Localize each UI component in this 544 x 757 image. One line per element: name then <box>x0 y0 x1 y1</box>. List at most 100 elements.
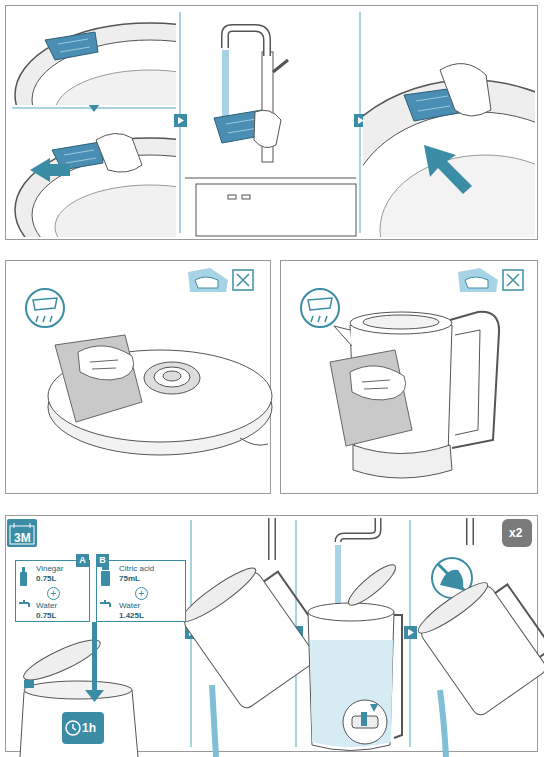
no-immersion-icon <box>237 274 249 286</box>
step-arrow-head <box>408 629 414 636</box>
open-kettle <box>20 633 105 687</box>
cloth-and-hand <box>362 380 390 389</box>
damp-cloth-icon <box>301 289 339 327</box>
faucet <box>338 518 378 542</box>
switch-inset <box>343 700 387 744</box>
kettle-rim <box>15 138 176 237</box>
tilted-kettle <box>413 576 492 639</box>
kettle-rim <box>363 80 535 237</box>
tilted-kettle <box>182 569 319 711</box>
no-immersion-icon <box>195 277 218 288</box>
recipe-text: Water <box>36 601 57 610</box>
faucet <box>338 518 378 542</box>
faucet <box>273 60 288 72</box>
damp-cloth-icon <box>26 289 64 327</box>
kettle-rim <box>440 64 491 116</box>
water-stream <box>440 690 446 757</box>
faucet <box>470 518 471 545</box>
kettle-rim <box>15 23 176 105</box>
no-immersion-icon <box>233 270 253 290</box>
cloth-and-hand <box>350 366 406 400</box>
faucet <box>222 50 229 118</box>
faucet <box>338 518 378 542</box>
kettle-rim <box>55 70 176 105</box>
filled-kettle <box>344 560 400 611</box>
cloth-and-hand <box>330 350 412 446</box>
glass-kettle <box>353 445 452 478</box>
kettle-rim <box>15 23 176 105</box>
glass-kettle <box>363 315 439 329</box>
damp-cloth-icon <box>308 298 332 310</box>
glass-kettle <box>455 330 480 435</box>
panel-frames <box>281 261 538 494</box>
kettle-base <box>154 367 190 387</box>
recipe-letter: A <box>76 554 89 567</box>
filled-kettle <box>308 560 402 751</box>
faucet <box>268 518 276 560</box>
badge-text: 3M <box>14 531 31 545</box>
pour-arrow <box>92 622 97 692</box>
filter-being-rinsed <box>254 110 281 147</box>
kettle-rim <box>55 185 176 237</box>
interval-badge: 3M <box>7 519 37 547</box>
kettle-rim <box>58 39 90 52</box>
water-stream <box>212 685 216 757</box>
open-kettle <box>24 680 34 688</box>
recipe-text: 0.75L <box>36 611 56 620</box>
step-arrow <box>404 626 417 639</box>
switch-inset <box>343 700 387 744</box>
pour-arrow <box>85 690 104 702</box>
damp-cloth-icon <box>301 289 339 327</box>
faucet <box>225 28 267 56</box>
recipe-text: Vinegar <box>36 564 63 573</box>
open-kettle <box>20 633 138 757</box>
sink-counter <box>228 195 236 199</box>
filter-being-rinsed <box>226 119 258 133</box>
kettle-rim <box>96 133 142 172</box>
recipe-text: 1.425L <box>119 611 144 620</box>
no-immersion-icon <box>188 268 228 292</box>
sink-counter <box>242 195 250 199</box>
damp-cloth-icon <box>36 316 52 322</box>
cloth-and-hand <box>90 360 118 369</box>
kettle-rim <box>64 150 96 163</box>
filled-kettle <box>310 640 393 747</box>
tilted-kettle <box>413 567 544 718</box>
tilted-kettle <box>419 583 544 718</box>
cloth-and-hand <box>55 335 142 422</box>
cloth-and-hand <box>78 346 134 380</box>
kettle-rim <box>30 158 70 182</box>
filter-being-rinsed <box>214 110 281 148</box>
recipe-letter: B <box>96 554 109 567</box>
faucet <box>222 28 288 162</box>
step-arrow <box>174 114 187 127</box>
open-kettle <box>24 681 132 699</box>
kettle-base <box>240 438 268 445</box>
tilted-kettle <box>176 562 260 628</box>
glass-kettle <box>450 312 499 448</box>
damp-cloth-icon <box>26 289 64 327</box>
faucet <box>468 518 473 545</box>
switch-inset <box>370 704 378 712</box>
sink-counter <box>185 178 356 179</box>
no-drinking-icon <box>438 564 466 592</box>
recipe-text: 0.75L <box>36 574 56 583</box>
no-immersion-icon <box>503 270 523 290</box>
no-immersion-icon <box>458 268 498 292</box>
cloth-and-hand <box>55 335 142 422</box>
recipe-text: Citric acid <box>119 564 154 573</box>
no-immersion-icon <box>188 268 253 292</box>
timer-badge: 1h <box>62 712 104 744</box>
faucet <box>225 28 267 56</box>
faucet <box>466 518 474 545</box>
damp-cloth-icon <box>33 298 57 310</box>
recipe-box: BCitric acid75mL+Water1.425L <box>96 560 186 622</box>
kettle-base <box>163 371 181 381</box>
no-immersion-icon <box>458 268 523 292</box>
kettle-rim <box>363 64 535 237</box>
kettle-rim <box>15 133 176 237</box>
recipe-text: Water <box>119 601 140 610</box>
badge-text: 1h <box>82 721 96 735</box>
